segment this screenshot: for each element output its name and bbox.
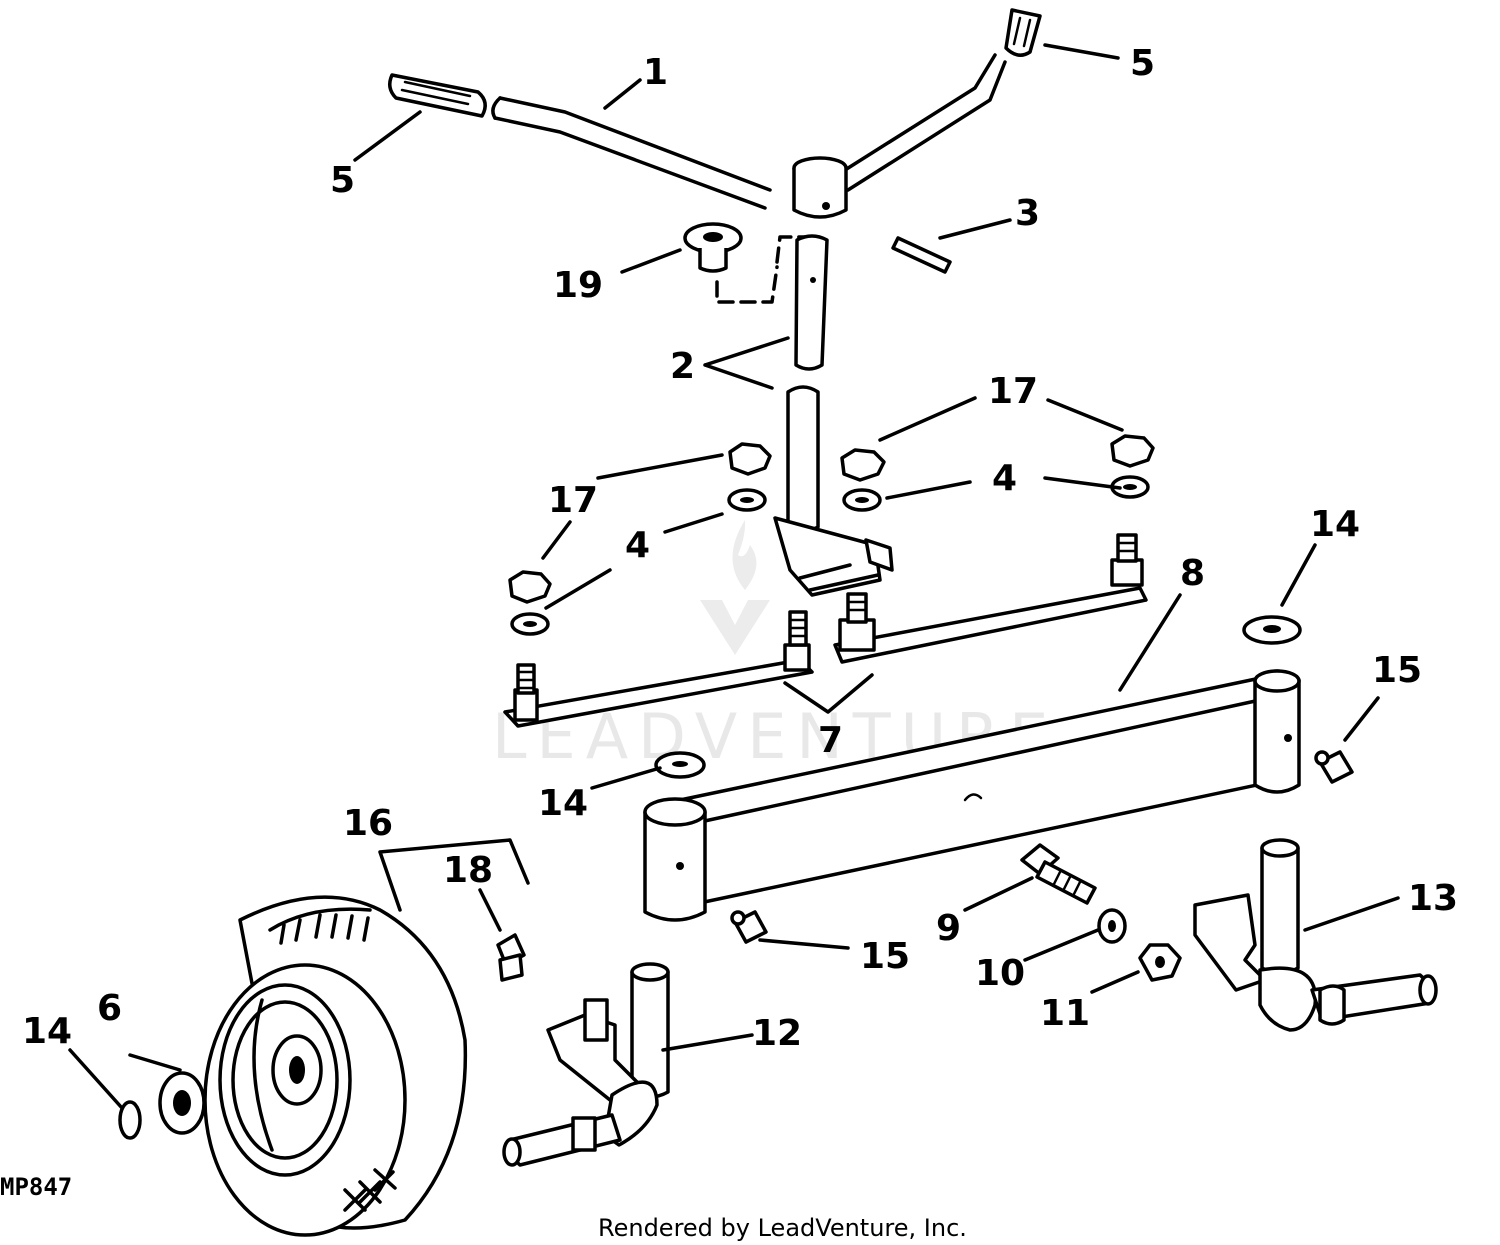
hex-nut-part — [1138, 943, 1182, 982]
callout-13: 13 — [1408, 878, 1458, 919]
callout-11: 11 — [1040, 993, 1090, 1034]
callout-14-wheel: 14 — [22, 1011, 72, 1052]
callout-17-top: 17 — [988, 371, 1038, 412]
callout-15-left: 15 — [860, 936, 910, 977]
callout-labels: 1 2 3 4 4 5 5 6 7 8 9 10 11 12 13 14 14 … — [22, 43, 1458, 1054]
callout-3: 3 — [1015, 193, 1040, 234]
callout-5-left: 5 — [330, 160, 355, 201]
nut-lock-part-center — [840, 448, 886, 482]
tie-rod-left-part — [503, 610, 814, 728]
leadventure-watermark: LEADVENTURE — [492, 520, 1048, 773]
callout-19: 19 — [553, 265, 603, 306]
handle-grip-left-part — [388, 73, 487, 118]
callout-12: 12 — [752, 1013, 802, 1054]
lock-washer-part — [1097, 908, 1127, 944]
steering-shaft-part — [773, 234, 894, 597]
diagram-code: MP847 — [0, 1173, 72, 1201]
leader-lines — [68, 43, 1400, 1110]
washer-part-center — [842, 488, 882, 512]
tie-rod-right-part — [833, 533, 1148, 664]
callout-1: 1 — [643, 52, 668, 93]
wheel-and-tire-part — [203, 895, 468, 1237]
valve-stem-part — [496, 933, 526, 982]
callout-4-left: 4 — [625, 525, 650, 566]
spindle-right-part — [1193, 838, 1438, 1032]
callout-10: 10 — [975, 953, 1025, 994]
nut-lock-part-right — [1110, 434, 1155, 468]
callout-5-right: 5 — [1130, 43, 1155, 84]
bushing-part — [683, 222, 814, 304]
roll-pin-part — [891, 236, 952, 274]
callout-2: 2 — [670, 346, 695, 387]
shoulder-bolt-part — [1020, 843, 1097, 905]
callout-7: 7 — [818, 720, 843, 761]
front-axle-part — [643, 669, 1301, 922]
grease-fitting-left-part — [730, 910, 768, 944]
callout-14-center: 14 — [538, 783, 588, 824]
spindle-left-part — [502, 962, 670, 1167]
thrust-washer-part-right — [1242, 615, 1302, 645]
thrust-washer-part-center — [654, 751, 706, 779]
steering-bar-part — [491, 53, 1007, 219]
nut-lock-part-left-b — [508, 570, 552, 604]
washer-part-left-b — [510, 612, 550, 636]
callout-14-right: 14 — [1310, 504, 1360, 545]
nut-lock-part-left-a — [728, 442, 772, 476]
grease-fitting-right-part — [1314, 750, 1354, 784]
handle-grip-right-part — [1004, 8, 1042, 57]
callout-8: 8 — [1180, 553, 1205, 594]
callout-17-left: 17 — [548, 480, 598, 521]
callout-9: 9 — [936, 908, 961, 949]
callout-15-right: 15 — [1372, 650, 1422, 691]
callout-4-right: 4 — [992, 458, 1017, 499]
washer-part-left-a — [727, 488, 767, 512]
callout-16: 16 — [343, 803, 393, 844]
callout-18: 18 — [443, 850, 493, 891]
credit-text: Rendered by LeadVenture, Inc. — [598, 1214, 967, 1242]
thrust-washer-part-wheel — [118, 1100, 142, 1140]
wheel-bearing-part — [158, 1071, 206, 1135]
callout-6: 6 — [97, 988, 122, 1029]
